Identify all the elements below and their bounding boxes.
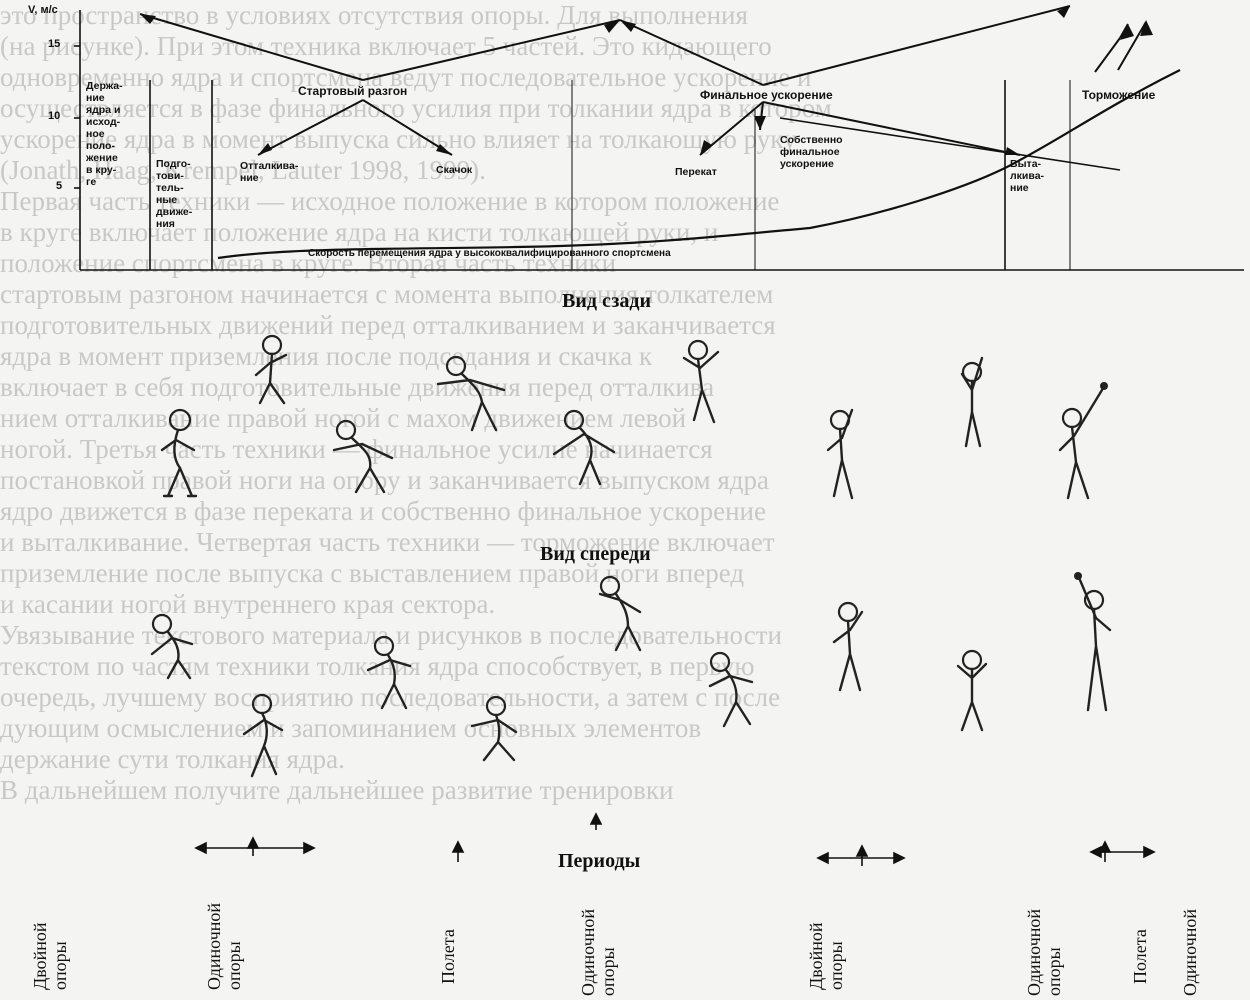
section-title-rear-view: Вид сзади xyxy=(562,290,651,313)
athlete-figure xyxy=(472,697,516,760)
athlete-figure xyxy=(962,358,982,446)
period-label: Полета xyxy=(438,929,458,984)
athlete-figure xyxy=(256,336,286,403)
section-title-front-view: Вид спереди xyxy=(540,543,651,566)
athlete-figure xyxy=(958,651,986,730)
athlete-figure xyxy=(1060,382,1108,498)
period-label: Полета xyxy=(1130,929,1150,984)
stage-label-push-out: Выта-лкива-ние xyxy=(1010,158,1044,194)
period-arrows xyxy=(196,814,1154,866)
phase-label-final: Финальное ускорение xyxy=(700,88,833,102)
period-label: Одиночной xyxy=(1180,909,1200,996)
phase-arrows xyxy=(140,6,1128,155)
athlete-figure xyxy=(244,695,282,776)
y-tick-label: 5 xyxy=(56,180,62,192)
speed-chart-frame xyxy=(74,10,1244,270)
stage-label-push: Отталкива-ние xyxy=(240,160,298,184)
athlete-figure xyxy=(438,357,504,430)
y-axis-label: V, м/с xyxy=(28,4,58,16)
y-tick-label: 10 xyxy=(48,110,60,122)
athlete-figure xyxy=(554,411,614,484)
athlete-figure xyxy=(334,421,392,492)
athlete-figure xyxy=(152,615,192,678)
athlete-figure xyxy=(600,577,640,650)
phase-label-braking: Торможение xyxy=(1082,88,1155,102)
rear-view-figures xyxy=(162,336,1108,498)
athlete-figure xyxy=(684,341,718,422)
braking-arrow xyxy=(1118,22,1146,70)
speed-curve-label: Скорость перемещения ядра у высококвалиф… xyxy=(308,248,671,260)
athlete-figure xyxy=(368,637,410,708)
arrowheads xyxy=(140,6,1153,155)
stage-label-roll: Перекат xyxy=(675,166,717,178)
front-view-figures xyxy=(152,572,1110,776)
athlete-figure xyxy=(834,603,862,690)
phase-label-start: Стартовый разгон xyxy=(298,84,407,98)
athlete-figure xyxy=(1074,572,1110,710)
athlete-figure xyxy=(710,653,752,726)
y-tick-label: 15 xyxy=(48,38,60,50)
athlete-figure xyxy=(162,410,196,496)
section-title-periods: Периоды xyxy=(558,850,640,873)
athlete-figure xyxy=(828,410,852,498)
stage-label-jump: Скачок xyxy=(436,164,472,176)
